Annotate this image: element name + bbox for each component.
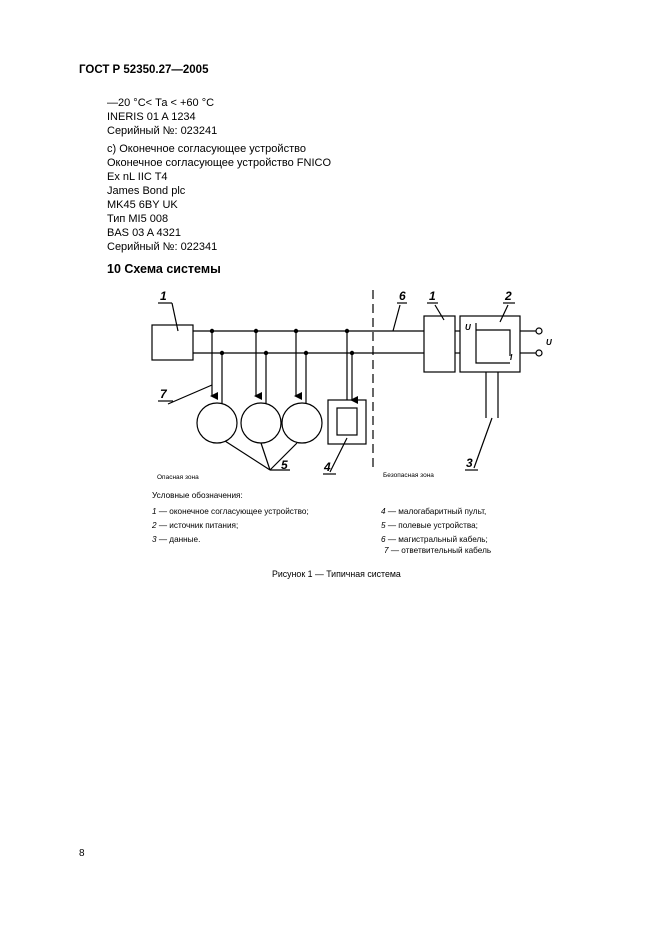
document-header: ГОСТ Р 52350.27—2005 <box>79 64 209 76</box>
section-title: 10 Схема системы <box>107 262 221 276</box>
figure-caption: Рисунок 1 — Типичная система <box>272 569 401 579</box>
zone-safe-label: Безопасная зона <box>383 472 434 479</box>
label-3: 3 <box>466 456 473 470</box>
legend-title: Условные обозначения: <box>152 491 243 500</box>
zone-hazard-label: Опасная зона <box>157 474 199 481</box>
marking-line: MK45 6BY UK <box>107 199 178 211</box>
terminal-u-label: U <box>465 323 471 332</box>
terminator-right <box>423 315 456 373</box>
output-u-label: U <box>546 338 552 347</box>
legend-item: 2 — источник питания; <box>152 521 239 530</box>
field-device <box>281 402 323 444</box>
marking-line: James Bond plc <box>107 185 186 197</box>
field-device <box>240 402 282 444</box>
marking-line: с) Оконечное согласующее устройство <box>107 143 306 155</box>
terminal-i-label: I <box>510 353 513 362</box>
terminator-left <box>151 324 194 361</box>
label-5: 5 <box>281 458 288 472</box>
marking-block-b: —20 °С< Та < +60 °С INERIS 01 A 1234 Сер… <box>107 96 217 138</box>
output-terminal <box>535 349 543 357</box>
marking-line: Оконечное согласующее устройство FNICO <box>107 157 331 169</box>
marking-block-c: с) Оконечное согласующее устройство Окон… <box>107 142 331 254</box>
label-4: 4 <box>323 460 331 474</box>
marking-line: Серийный №: 022341 <box>107 241 218 253</box>
legend-item: 7 — ответвительный кабель <box>384 546 492 555</box>
field-device <box>196 402 238 444</box>
marking-line: Ex nL IIC T4 <box>107 171 168 183</box>
power-supply <box>459 315 521 373</box>
handheld-screen <box>336 407 358 436</box>
label-2: 2 <box>504 289 512 303</box>
legend-item: 5 — полевые устройства; <box>381 521 478 530</box>
legend-item: 1 — оконечное согласующее устройство; <box>152 507 309 516</box>
output-terminal <box>535 327 543 335</box>
power-supply-symbol <box>475 323 511 364</box>
label-7: 7 <box>160 387 168 401</box>
legend-item: 6 — магистральный кабель; <box>381 535 488 544</box>
marking-line: BAS 03 A 4321 <box>107 227 182 239</box>
page-number: 8 <box>79 848 85 859</box>
marking-line: INERIS 01 A 1234 <box>107 111 196 123</box>
label-1-left: 1 <box>160 289 167 303</box>
handheld-device <box>327 399 367 445</box>
legend-item: 3 — данные. <box>152 535 201 544</box>
label-6: 6 <box>399 289 406 303</box>
marking-line: Тип MI5 008 <box>107 213 169 225</box>
marking-line: —20 °С< Та < +60 °С <box>107 97 215 109</box>
system-diagram: 1 6 1 2 7 5 4 3 U I U Опасная зона Безоп… <box>151 289 552 481</box>
marking-line: Серийный №: 023241 <box>107 125 218 137</box>
legend-item: 4 — малогабаритный пульт, <box>381 507 487 516</box>
label-1-right: 1 <box>429 289 436 303</box>
